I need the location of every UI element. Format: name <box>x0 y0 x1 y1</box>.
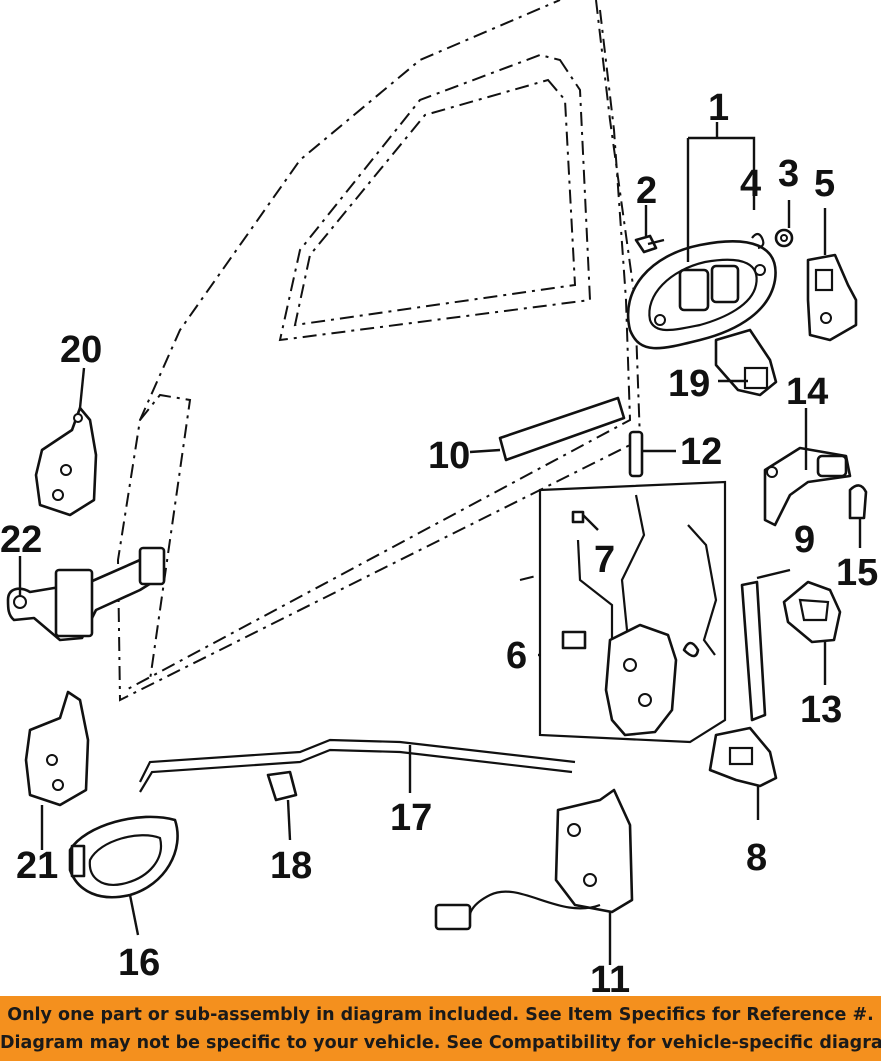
callout-7: 7 <box>594 539 615 581</box>
door-check-part-22 <box>6 546 166 642</box>
callout-2: 2 <box>636 170 657 212</box>
callout-20: 20 <box>60 329 102 371</box>
disclaimer-banner: Only one part or sub-assembly in diagram… <box>0 996 881 1061</box>
lock-cylinder-part-14 <box>763 446 852 527</box>
clip-part-15 <box>848 484 868 520</box>
callout-1: 1 <box>708 87 729 129</box>
callout-3: 3 <box>778 153 799 195</box>
weatherstrip-part-10 <box>498 396 626 462</box>
actuator-part-11 <box>434 788 634 931</box>
disclaimer-line-1: Only one part or sub-assembly in diagram… <box>7 1005 874 1025</box>
callout-11: 11 <box>590 959 630 996</box>
hinge-part-20 <box>34 406 98 517</box>
callout-19: 19 <box>668 363 710 405</box>
callout-9: 9 <box>794 519 815 561</box>
callout-10: 10 <box>428 435 470 477</box>
callout-labels: 1 2 3 4 5 6 7 8 9 10 11 12 13 14 15 16 1… <box>0 87 878 996</box>
callout-8: 8 <box>746 837 767 879</box>
hinge-part-21 <box>24 690 90 807</box>
callout-14: 14 <box>786 371 828 413</box>
callout-16: 16 <box>118 942 160 984</box>
callout-21: 21 <box>16 845 58 887</box>
callout-15: 15 <box>836 552 878 594</box>
rod-part-9 <box>740 580 767 722</box>
callout-18: 18 <box>270 845 312 887</box>
inside-handle-part-16 <box>68 815 179 899</box>
lock-part-19 <box>714 328 778 397</box>
callout-12: 12 <box>680 431 722 473</box>
callout-13: 13 <box>800 689 842 731</box>
clip-part-3 <box>774 228 794 248</box>
control-rod-part-17 <box>139 738 576 793</box>
clip-part-18 <box>266 770 298 802</box>
callout-4: 4 <box>740 163 761 205</box>
outside-handle-part-1 <box>626 240 777 350</box>
callout-6: 6 <box>506 635 527 677</box>
disclaimer-line-2: Diagram may not be specific to your vehi… <box>0 1033 881 1053</box>
callout-5: 5 <box>814 163 835 205</box>
door-parts-diagram: 1 2 3 4 5 6 7 8 9 10 11 12 13 14 15 16 1… <box>0 0 878 996</box>
callout-22: 22 <box>0 519 42 561</box>
bracket-part-5 <box>806 253 858 342</box>
bolt-part-2 <box>634 234 665 254</box>
latch-assembly-part-6 <box>538 480 727 744</box>
switch-part-13 <box>782 580 842 644</box>
spring-part-4 <box>751 232 765 250</box>
leader-lines <box>18 122 862 965</box>
striker-part-8 <box>708 726 778 788</box>
pin-part-12 <box>628 430 644 478</box>
callout-17: 17 <box>390 797 432 839</box>
door-outline <box>116 0 642 702</box>
